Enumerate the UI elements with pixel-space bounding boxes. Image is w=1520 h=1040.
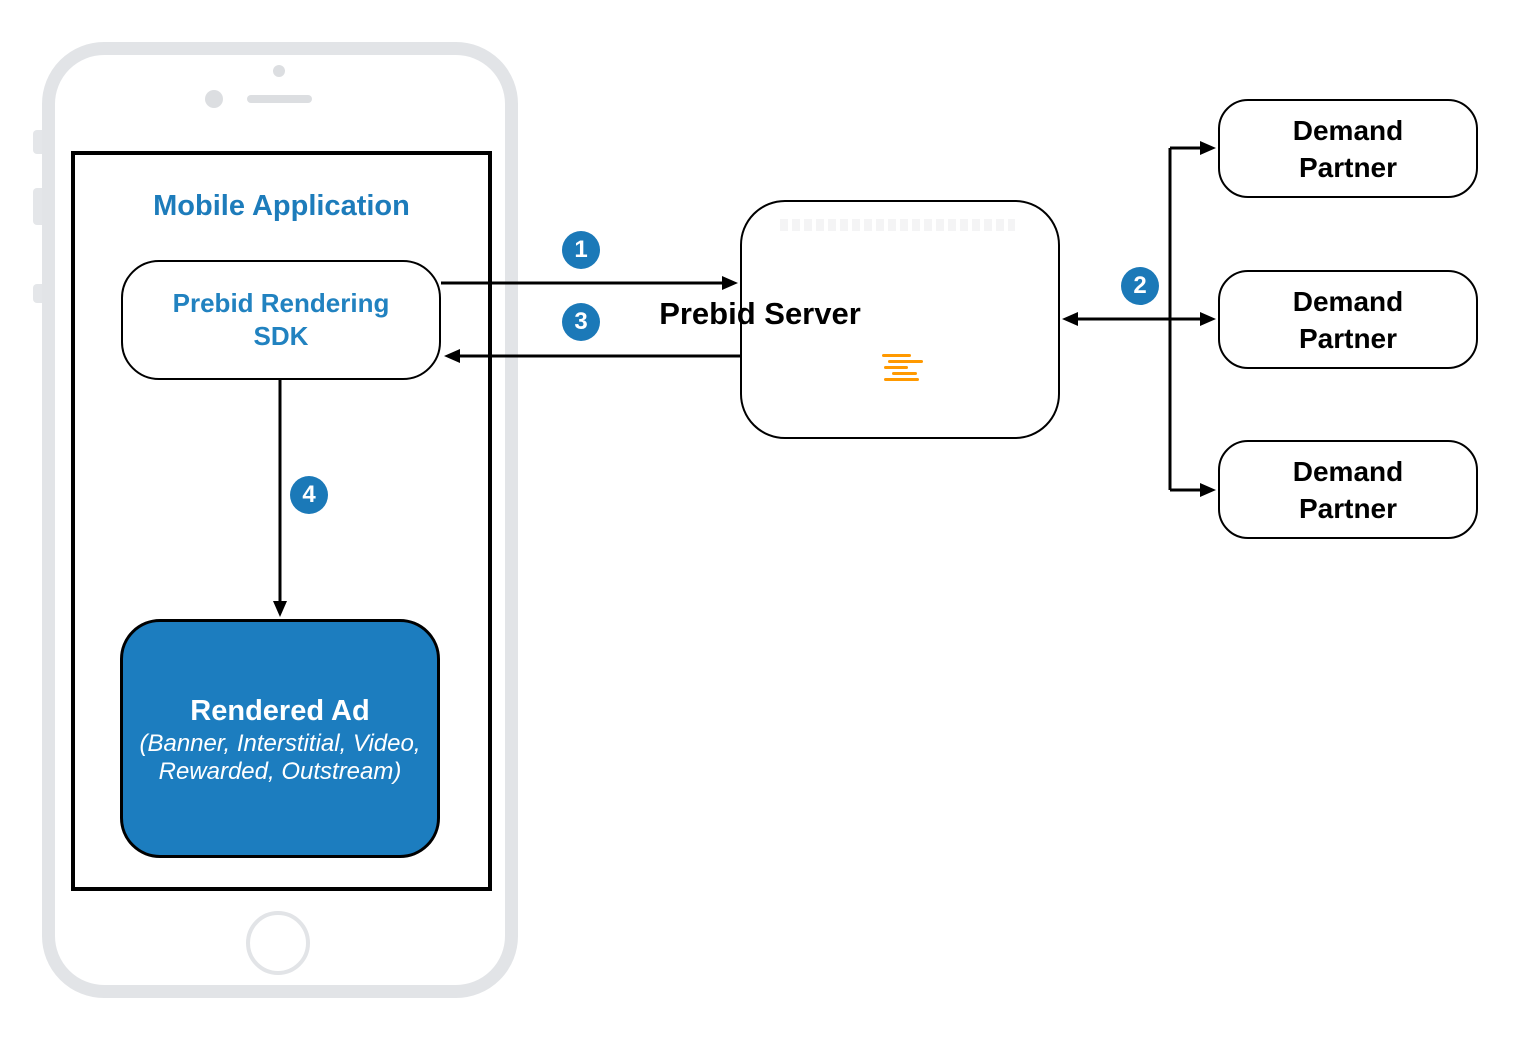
arrow-sdk-to-ad-head <box>273 601 287 617</box>
prebid-sdk-label-line1: Prebid Rendering <box>172 288 390 318</box>
step-badge-1: 1 <box>562 231 600 269</box>
prebid-lines-icon-bar <box>892 372 917 375</box>
prebid-sdk-label-line2: SDK <box>253 321 309 351</box>
side-button <box>33 188 44 225</box>
server-demand-head-right <box>1200 312 1216 326</box>
demand-partner-label-line1: Demand <box>1292 285 1404 317</box>
demand-partner-box: Demand Partner <box>1218 99 1478 198</box>
rendered-ad-title: Rendered Ad <box>190 694 370 727</box>
prebid-lines-icon <box>880 353 925 383</box>
step-number: 1 <box>574 236 588 263</box>
demand-partner-box: Demand Partner <box>1218 270 1478 369</box>
step-badge-4: 4 <box>290 476 328 514</box>
prebid-sdk-box: Prebid Rendering SDK <box>121 260 441 380</box>
side-button <box>33 284 44 303</box>
rendered-ad-box: Rendered Ad (Banner, Interstitial, Video… <box>120 619 440 858</box>
step-badge-2: 2 <box>1121 267 1159 305</box>
rendered-ad-subtitle-line2: Rewarded, Outstream) <box>158 757 402 785</box>
side-button <box>33 130 44 154</box>
arrow-sdk-to-server-head <box>722 276 738 290</box>
step-number: 4 <box>302 481 316 508</box>
arrow-server-to-sdk-head <box>444 349 460 363</box>
prebid-server-title: Prebid Server <box>659 296 861 331</box>
step-number: 2 <box>1133 272 1147 299</box>
demand-partner-label-line2: Partner <box>1298 322 1398 354</box>
demand-partner-box: Demand Partner <box>1218 440 1478 539</box>
demand-branch-top-head <box>1200 141 1216 155</box>
server-demand-head-left <box>1062 312 1078 326</box>
earpiece-speaker-icon <box>247 95 312 103</box>
demand-partner-label-line2: Partner <box>1298 151 1398 183</box>
demand-partner-label-line1: Demand <box>1292 455 1404 487</box>
camera-icon <box>273 65 285 77</box>
step-number: 3 <box>574 308 588 335</box>
demand-partner-label-line2: Partner <box>1298 492 1398 524</box>
prebid-server-box <box>740 200 1060 439</box>
demand-branch-bottom-head <box>1200 483 1216 497</box>
prebid-lines-icon-bar <box>888 360 923 363</box>
rendered-ad-subtitle-line1: (Banner, Interstitial, Video, <box>139 729 421 757</box>
demand-partner-label-line1: Demand <box>1292 114 1404 146</box>
prebid-lines-icon-bar <box>882 354 911 357</box>
ghost-text-row <box>780 219 1015 231</box>
home-button-icon <box>246 911 310 975</box>
step-badge-3: 3 <box>562 303 600 341</box>
prebid-lines-icon-bar <box>884 378 919 381</box>
sensor-icon <box>205 90 223 108</box>
mobile-application-title: Mobile Application <box>153 190 410 222</box>
prebid-lines-icon-bar <box>884 366 908 369</box>
